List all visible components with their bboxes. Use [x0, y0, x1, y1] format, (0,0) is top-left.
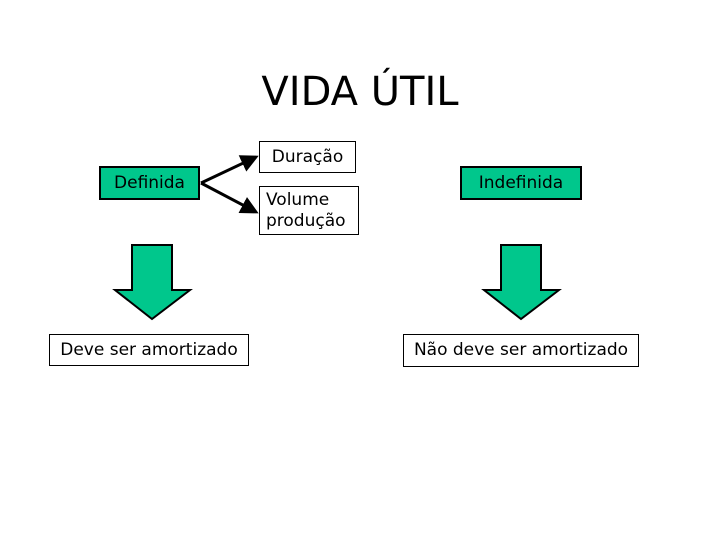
node-volume-producao[interactable]: Volume produção: [259, 186, 359, 235]
node-nao-deve-ser-amortizado[interactable]: Não deve ser amortizado: [403, 334, 639, 367]
node-deve-ser-amortizado[interactable]: Deve ser amortizado: [49, 334, 249, 366]
right-down-block-arrow: [481, 244, 562, 321]
node-deve-ser-amortizado-label: Deve ser amortizado: [60, 339, 238, 360]
node-duracao-label: Duração: [271, 146, 344, 167]
node-nao-deve-ser-amortizado-label: Não deve ser amortizado: [413, 340, 629, 360]
page-title: VIDA ÚTIL: [261, 69, 459, 115]
left-down-block-arrow: [112, 244, 193, 321]
node-definida[interactable]: Definida: [99, 166, 200, 200]
node-volume-producao-line2: produção: [266, 210, 346, 231]
node-volume-producao-line1: Volume: [266, 189, 330, 210]
node-indefinida[interactable]: Indefinida: [460, 166, 582, 200]
connector-definida-volume: [200, 181, 259, 214]
node-indefinida-label: Indefinida: [478, 172, 564, 193]
node-volume-producao-text: Volume produção: [266, 190, 346, 232]
node-definida-label: Definida: [114, 172, 185, 193]
connector-definida-duracao: [200, 155, 259, 185]
node-duracao[interactable]: Duração: [259, 141, 356, 173]
